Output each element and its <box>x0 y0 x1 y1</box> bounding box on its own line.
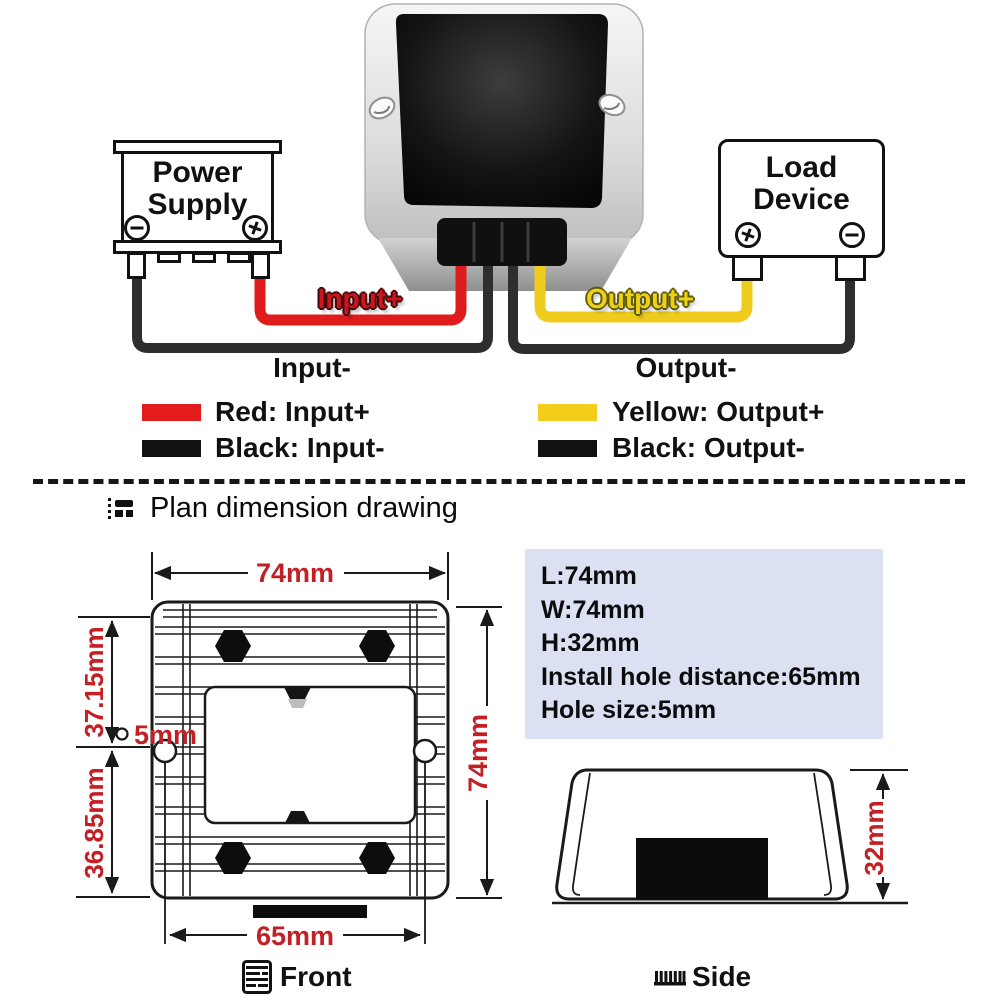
power-supply-title-line1: Power <box>152 156 243 189</box>
power-supply-title: Power Supply <box>113 157 282 221</box>
front-view-label: Front <box>280 961 352 992</box>
legend-label-yellow: Yellow: Output+ <box>612 396 825 427</box>
front-connector-bar <box>253 905 367 918</box>
dim-hole-size: 5mm <box>134 720 197 750</box>
screw-bottom-right <box>359 842 395 874</box>
power-supply-title-line2: Supply <box>147 188 248 221</box>
power-supply-tab <box>227 252 251 263</box>
plan-section-heading: Plan dimension drawing <box>150 492 458 524</box>
plus-terminal-icon <box>242 215 268 241</box>
load-device-pos-terminal-post <box>732 255 763 281</box>
dim-side-height: 32mm <box>859 800 889 875</box>
plus-terminal-icon <box>735 222 761 248</box>
converter-device <box>364 3 644 291</box>
section-divider <box>33 479 965 484</box>
minus-terminal-icon <box>839 222 865 248</box>
load-device-box: Load Device <box>718 139 885 284</box>
load-device-title-line1: Load <box>765 151 838 184</box>
list-icon <box>108 498 133 519</box>
wires <box>132 238 855 354</box>
input-negative-wire <box>132 245 493 353</box>
screw-bottom-left <box>215 842 251 874</box>
front-view-drawing: 74mm 74mm 37.15mm 36.85mm 5mm 65mm <box>76 552 502 951</box>
dim-height-right: 74mm <box>463 714 493 792</box>
legend-label-red: Red: Input+ <box>215 396 370 427</box>
side-body-block <box>636 838 768 900</box>
load-device-neg-terminal-post <box>835 255 866 281</box>
side-view-drawing: 32mm <box>552 768 908 905</box>
legend-label-black-input: Black: Input- <box>215 432 385 463</box>
dim-width-top: 74mm <box>256 558 334 588</box>
install-hole-right <box>412 738 438 764</box>
specs-box: L:74mm W:74mm H:32mm Install hole distan… <box>525 549 883 739</box>
power-supply-tab <box>192 252 216 263</box>
output-positive-wire <box>534 242 753 323</box>
side-view-label: Side <box>692 961 752 992</box>
minus-terminal-icon <box>124 215 150 241</box>
input-plus-label: Input+ <box>317 283 403 314</box>
legend-swatch-black-output <box>538 440 597 457</box>
output-negative-wire <box>508 243 855 354</box>
converter-epoxy-top <box>395 14 608 208</box>
legend-swatch-black-input <box>142 440 201 457</box>
power-supply-tab <box>157 252 181 263</box>
spec-height: H:32mm <box>541 629 640 657</box>
mounting-hole-right <box>598 93 626 117</box>
label-panel <box>203 685 417 825</box>
spec-install-hole-distance: Install hole distance:65mm <box>541 662 861 691</box>
spec-length: L:74mm <box>541 562 637 590</box>
dim-lower-left: 36.85mm <box>79 767 109 878</box>
front-view-icon <box>242 960 272 994</box>
dim-hole-distance: 65mm <box>256 921 334 951</box>
dim-upper-left: 37.15mm <box>79 626 109 737</box>
input-positive-wire <box>254 238 467 326</box>
spec-hole-size: Hole size:5mm <box>541 696 717 724</box>
side-view-icon <box>654 971 686 986</box>
power-supply-neg-terminal-post <box>127 252 146 279</box>
load-device-title: Load Device <box>718 152 885 216</box>
load-device-title-line2: Device <box>753 183 850 216</box>
output-plus-label: Output+ <box>585 283 695 314</box>
power-supply-box: Power Supply <box>113 140 282 281</box>
input-minus-label: Input- <box>273 352 351 383</box>
screw-top-left <box>215 630 251 662</box>
hole-diameter-symbol <box>115 727 129 741</box>
screw-top-right <box>359 630 395 662</box>
output-minus-label: Output- <box>635 352 737 383</box>
legend-swatch-red <box>142 404 201 421</box>
power-supply-pos-terminal-post <box>251 252 270 279</box>
spec-width: W:74mm <box>541 595 645 624</box>
legend-swatch-yellow <box>538 404 597 421</box>
legend-label-black-output: Black: Output- <box>612 432 805 463</box>
converter-connector <box>437 218 567 266</box>
